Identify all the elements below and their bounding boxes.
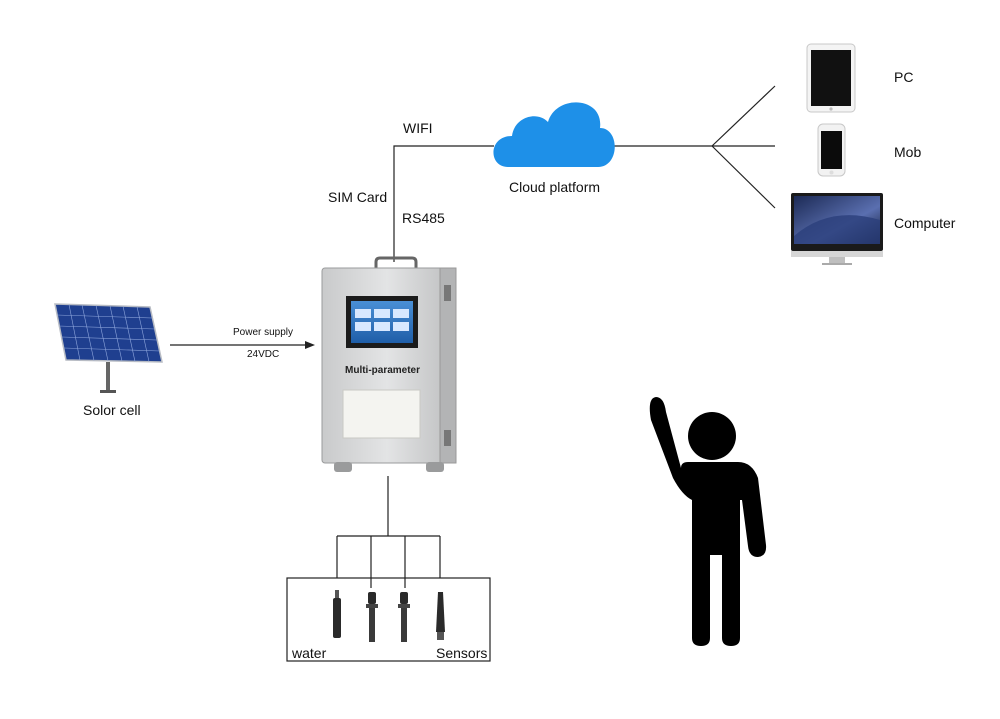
fork-to-computer-line xyxy=(711,145,776,209)
cloud-icon xyxy=(493,102,615,167)
sensors-label: Sensors xyxy=(436,645,488,661)
tablet-icon xyxy=(806,43,856,113)
power-arrow-icon xyxy=(305,341,315,349)
water-label: water xyxy=(292,645,327,661)
cloud-platform-label: Cloud platform xyxy=(509,179,601,195)
multi-parameter-device xyxy=(321,256,457,472)
connection-lines xyxy=(170,85,776,662)
sensor-probe-icon xyxy=(333,590,445,642)
sim-card-label: SIM Card xyxy=(328,189,388,205)
computer-label: Computer xyxy=(894,215,956,231)
voltage-label: 24VDC xyxy=(247,349,280,360)
person-icon xyxy=(649,397,767,646)
rs485-label: RS485 xyxy=(402,210,445,226)
sensor-box xyxy=(286,577,491,662)
mob-label: Mob xyxy=(894,144,922,160)
solar-panel-icon xyxy=(54,303,163,393)
wifi-label: WIFI xyxy=(403,120,433,136)
fork-to-pc-line xyxy=(711,85,776,147)
solar-cell-label: Solor cell xyxy=(83,402,141,418)
device-to-cloud-line xyxy=(393,145,494,262)
phone-icon xyxy=(817,123,846,177)
monitor-icon xyxy=(791,193,883,265)
device-name-label: Multi-parameter xyxy=(345,365,421,376)
power-supply-label: Power supply xyxy=(233,327,294,338)
pc-label: PC xyxy=(894,69,914,85)
